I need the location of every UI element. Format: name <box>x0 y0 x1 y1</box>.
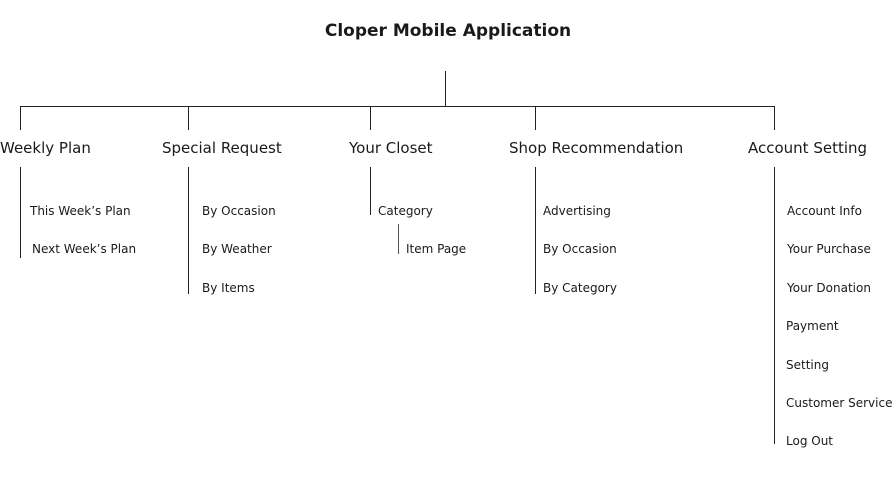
account-setting-item-line <box>774 167 775 444</box>
item-by-items: By Items <box>202 281 255 295</box>
item-setting: Setting <box>786 358 829 372</box>
section-shop-recommendation: Shop Recommendation <box>509 139 684 157</box>
item-payment: Payment <box>786 319 839 333</box>
item-item-page: Item Page <box>406 242 467 256</box>
item-customer-service: Customer Service <box>786 396 893 410</box>
diagram-title: Cloper Mobile Application <box>324 21 572 41</box>
item-this-weeks-plan: This Week’s Plan <box>30 204 131 218</box>
special-request-item-line <box>188 167 189 294</box>
item-log-out: Log Out <box>786 434 834 448</box>
section-your-closet: Your Closet <box>349 139 433 157</box>
branch-bar <box>20 106 775 107</box>
item-your-donation: Your Donation <box>787 281 871 295</box>
item-your-purchase: Your Purchase <box>787 242 871 256</box>
special-request-branch-connector <box>188 106 189 130</box>
account-setting-branch-connector <box>774 106 775 130</box>
section-account-setting: Account Setting <box>748 139 868 157</box>
item-by-occasion-shop: By Occasion <box>543 242 617 256</box>
category-sub-line <box>398 224 399 254</box>
shop-recommendation-branch-connector <box>535 106 536 130</box>
section-weekly-plan: Weekly Plan <box>0 139 91 157</box>
section-special-request: Special Request <box>162 139 282 157</box>
root-connector <box>445 71 446 107</box>
item-by-category: By Category <box>543 281 617 295</box>
weekly-plan-item-line <box>20 167 21 258</box>
item-by-occasion: By Occasion <box>202 204 276 218</box>
shop-recommendation-item-line <box>535 167 536 294</box>
item-account-info: Account Info <box>787 204 862 218</box>
weekly-plan-branch-connector <box>20 106 21 130</box>
your-closet-item-line <box>370 167 371 215</box>
item-by-weather: By Weather <box>202 242 272 256</box>
item-category: Category <box>378 204 433 218</box>
item-next-weeks-plan: Next Week’s Plan <box>32 242 137 256</box>
item-advertising: Advertising <box>543 204 611 218</box>
your-closet-branch-connector <box>370 106 371 130</box>
